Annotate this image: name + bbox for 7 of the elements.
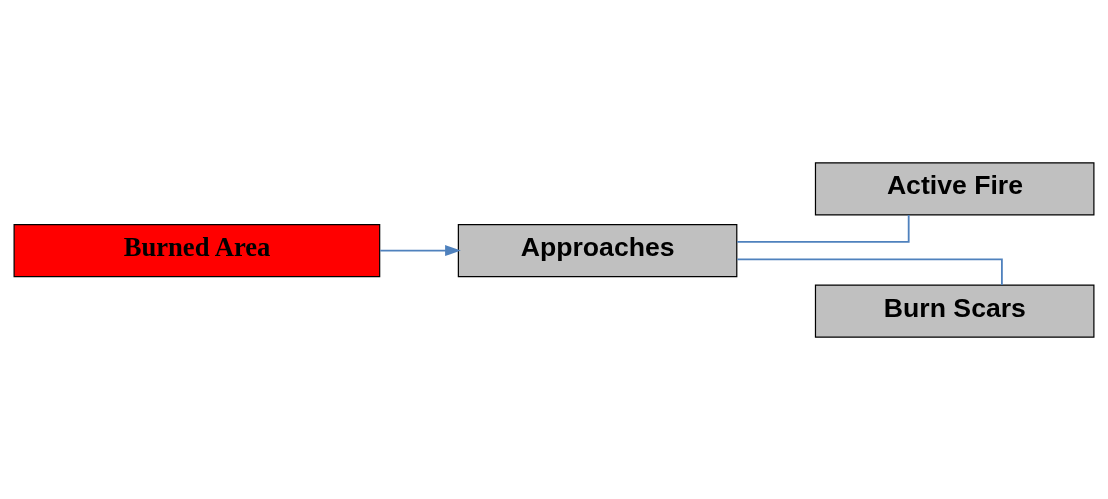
node-box: Burned Area [13,223,381,277]
node-box: Burn Scars [814,284,1095,338]
connector [736,257,1003,286]
node-box: Approaches [457,223,738,277]
arrow [379,244,461,256]
connector [736,213,910,243]
node-box: Active Fire [814,161,1095,215]
